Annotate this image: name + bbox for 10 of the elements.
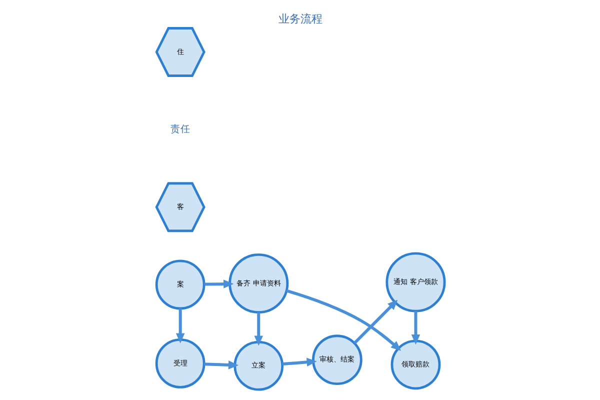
arrow xyxy=(286,288,401,350)
arrow xyxy=(204,360,238,369)
arrow xyxy=(204,279,234,288)
arrow xyxy=(282,357,316,366)
arrow xyxy=(254,312,263,346)
arrow xyxy=(175,308,184,343)
arrow xyxy=(353,299,398,344)
diagram-title: 业务流程 xyxy=(278,12,322,25)
arrow xyxy=(410,310,420,344)
label: 责任 xyxy=(170,123,190,134)
